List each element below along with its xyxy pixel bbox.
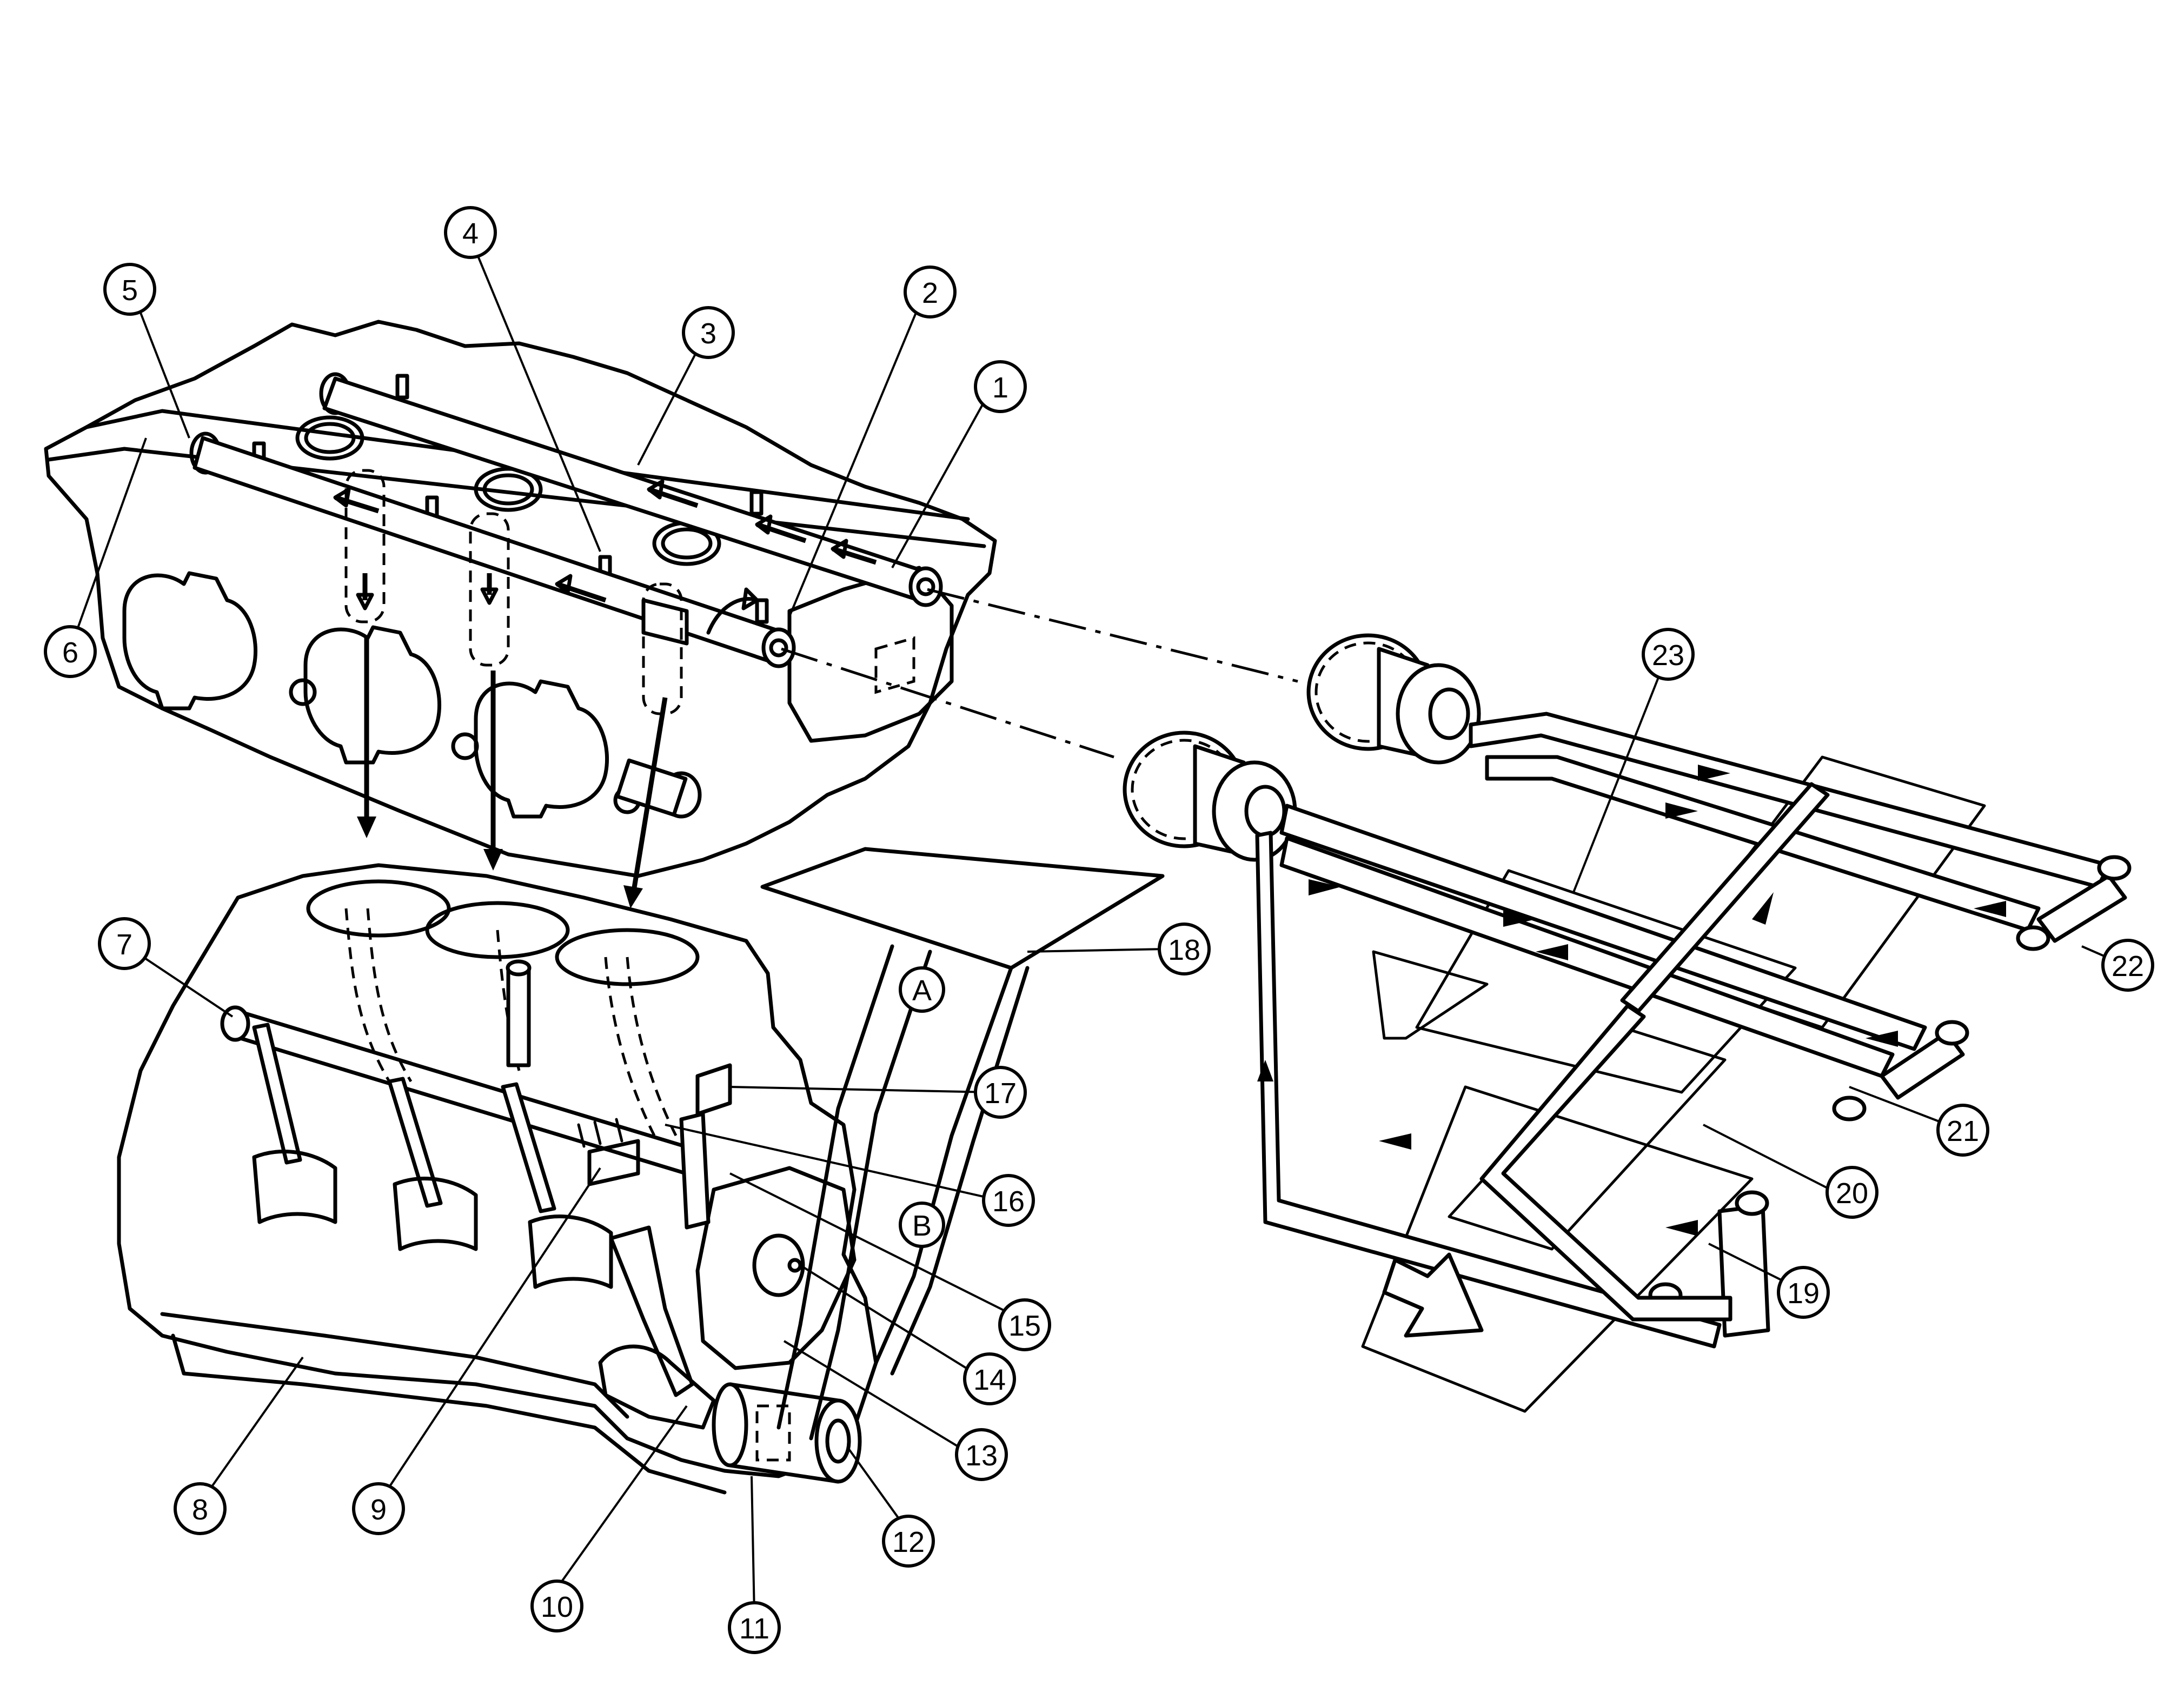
callout-22-label: 22 [2112,950,2144,983]
callout-14-label: 14 [973,1364,1006,1396]
callout-5: 5 [103,263,156,316]
callout-21-label: 21 [1947,1115,1979,1147]
section-marker-B-circle [899,1202,945,1248]
section-marker-A-circle [899,966,945,1013]
callout-21-circle [1936,1104,1989,1157]
callout-7-label: 7 [116,928,132,961]
callout-2-circle [904,266,957,318]
callout-23-circle [1642,628,1695,681]
callout-18-label: 18 [1168,934,1200,966]
oil-circuit-right [1123,633,2132,1413]
callout-1: 1 [974,360,1027,413]
callout-14-circle [963,1352,1016,1405]
callout-1-label: 1 [992,371,1008,404]
callout-13-circle [955,1428,1008,1481]
callout-7-circle [98,917,151,970]
callout-8-label: 8 [192,1494,208,1526]
head-oil-galleries [192,376,943,715]
callout-22: 22 [2101,939,2154,992]
section-marker-group: AB [899,966,945,1248]
callout-8: 8 [174,1482,227,1535]
callout-19: 19 [1777,1266,1830,1319]
callout-12-circle [882,1515,935,1568]
callout-20: 20 [1825,1166,1878,1219]
callout-1-circle [974,360,1027,413]
callout-15-circle [998,1298,1051,1351]
callout-3-label: 3 [700,317,716,350]
callout-17: 17 [974,1066,1027,1119]
callout-5-circle [103,263,156,316]
cylinder-block [117,863,878,1495]
callout-4-circle [444,206,497,259]
callout-7: 7 [98,917,151,970]
callout-13: 13 [955,1428,1008,1481]
callout-11: 11 [728,1601,781,1654]
callout-12: 12 [882,1515,935,1568]
callout-17-label: 17 [984,1077,1017,1110]
section-marker-A-label: A [912,974,932,1007]
callout-11-label: 11 [739,1612,769,1645]
cam-sprocket-upper [1306,633,1481,765]
gasket-18 [760,847,1165,970]
callout-4-label: 4 [462,217,479,250]
section-marker-B: B [899,1202,945,1248]
callout-3: 3 [682,306,735,359]
callout-10-label: 10 [541,1591,573,1623]
callout-2: 2 [904,266,957,318]
callout-16: 16 [982,1174,1035,1227]
callout-19-label: 19 [1787,1277,1820,1310]
section-marker-B-label: B [912,1210,932,1242]
callout-11-circle [728,1601,781,1654]
callout-2-label: 2 [922,277,938,309]
callout-9-circle [352,1482,405,1535]
callout-21: 21 [1936,1104,1989,1157]
callout-6-circle [44,625,97,678]
callout-3-circle [682,306,735,359]
cylinder-head [44,320,997,878]
callout-10: 10 [530,1579,583,1632]
callout-9-label: 9 [370,1494,387,1526]
callout-20-circle [1825,1166,1878,1219]
callout-8-circle [174,1482,227,1535]
callout-16-label: 16 [992,1185,1025,1218]
callout-18: 18 [1158,922,1211,975]
oil-filter [712,1382,862,1484]
leader-lines [69,237,2126,1615]
callout-5-label: 5 [122,274,138,307]
callout-22-circle [2101,939,2154,992]
head-to-block-arrows [357,638,668,908]
circuit-flow-arrows [1257,765,2006,1236]
callout-13-label: 13 [965,1439,998,1472]
callout-6-label: 6 [62,636,78,669]
cam-sprocket-lower [1123,731,1297,862]
callout-15: 15 [998,1298,1051,1351]
callout-17-circle [974,1066,1027,1119]
callout-18-circle [1158,922,1211,975]
callout-12-label: 12 [892,1526,925,1558]
section-marker-A: A [899,966,945,1013]
callout-14: 14 [963,1352,1016,1405]
callout-23: 23 [1642,628,1695,681]
callout-15-label: 15 [1008,1310,1041,1342]
callout-23-label: 23 [1652,639,1684,672]
callout-19-circle [1777,1266,1830,1319]
alignment-line-lower [781,647,1114,759]
alignment-line-upper [927,588,1298,683]
front-direction-arrow [1382,1252,1484,1338]
callout-6: 6 [44,625,97,678]
callout-9: 9 [352,1482,405,1535]
callout-10-circle [530,1579,583,1632]
callout-16-circle [982,1174,1035,1227]
callout-4: 4 [444,206,497,259]
callout-20-label: 20 [1836,1177,1868,1210]
